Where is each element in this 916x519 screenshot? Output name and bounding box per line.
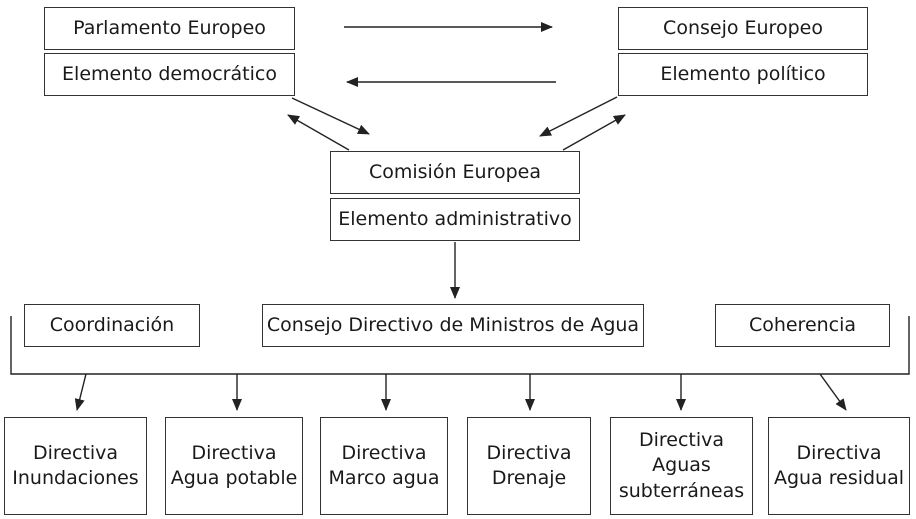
consejo-directivo-ministros-label: Consejo Directivo de Ministros de Agua — [266, 313, 640, 336]
elemento-democratico-label: Elemento democrático — [62, 62, 277, 85]
elemento-administrativo-label: Elemento administrativo — [338, 207, 572, 230]
directiva-agua-potable-line-2: Agua potable — [170, 467, 298, 489]
directiva-aguas-subterraneas-line-2: Aguas — [652, 454, 711, 477]
elemento-politico-label: Elemento político — [660, 62, 826, 85]
directiva-aguas-subterraneas-line-3: subterráneas — [618, 479, 745, 502]
elemento-democratico-box: Elemento democrático — [44, 53, 295, 96]
consejo-europeo-box: Consejo Europeo — [618, 7, 868, 50]
directiva-agua-potable-box: Directiva Agua potable — [165, 417, 303, 515]
coherencia-label: Coherencia — [748, 313, 857, 336]
directiva-aguas-subterraneas-box: Directiva Aguas subterráneas — [610, 417, 753, 515]
arrow-council-to-commission — [539, 96, 618, 137]
coordinacion-box: Coordinación — [24, 304, 200, 347]
directiva-marco-agua-line-2: Marco agua — [328, 467, 440, 489]
directiva-agua-potable-line-1: Directiva — [191, 441, 277, 464]
parlamento-europeo-box: Parlamento Europeo — [44, 7, 295, 50]
consejo-directivo-ministros-box: Consejo Directivo de Ministros de Agua — [262, 304, 644, 347]
directiva-drenaje-box: Directiva Drenaje — [467, 417, 591, 515]
directiva-marco-agua-box: Directiva Marco agua — [320, 417, 448, 515]
parlamento-europeo-label: Parlamento Europeo — [73, 16, 266, 39]
distribution-bracket — [10, 316, 910, 375]
coherencia-box: Coherencia — [715, 304, 890, 347]
directiva-marco-agua-line-1: Directiva — [341, 441, 427, 464]
arrow-to-directiva-agua-residual — [819, 373, 847, 411]
directiva-agua-residual-line-1: Directiva — [796, 441, 882, 464]
directiva-drenaje-line-1: Directiva — [486, 441, 572, 464]
comision-europea-box: Comisión Europea — [330, 151, 580, 194]
directiva-aguas-subterraneas-line-1: Directiva — [638, 429, 725, 452]
arrow-commission-to-council — [562, 114, 626, 151]
elemento-administrativo-box: Elemento administrativo — [330, 198, 580, 241]
directiva-inundaciones-line-1: Directiva — [32, 441, 119, 464]
directiva-agua-residual-line-2: Agua residual — [773, 467, 905, 489]
arrow-to-directiva-inundaciones — [74, 373, 87, 411]
comision-europea-label: Comisión Europea — [368, 160, 542, 183]
consejo-europeo-label: Consejo Europeo — [663, 16, 823, 39]
directiva-drenaje-line-2: Drenaje — [491, 467, 567, 489]
directiva-agua-residual-box: Directiva Agua residual — [768, 417, 910, 515]
elemento-politico-box: Elemento político — [618, 53, 868, 96]
coordinacion-label: Coordinación — [49, 313, 175, 336]
arrow-parliament-to-commission — [291, 97, 370, 135]
directiva-inundaciones-line-2: Inundaciones — [12, 467, 139, 489]
directiva-inundaciones-box: Directiva Inundaciones — [4, 417, 147, 515]
arrow-commission-to-parliament — [287, 114, 350, 151]
